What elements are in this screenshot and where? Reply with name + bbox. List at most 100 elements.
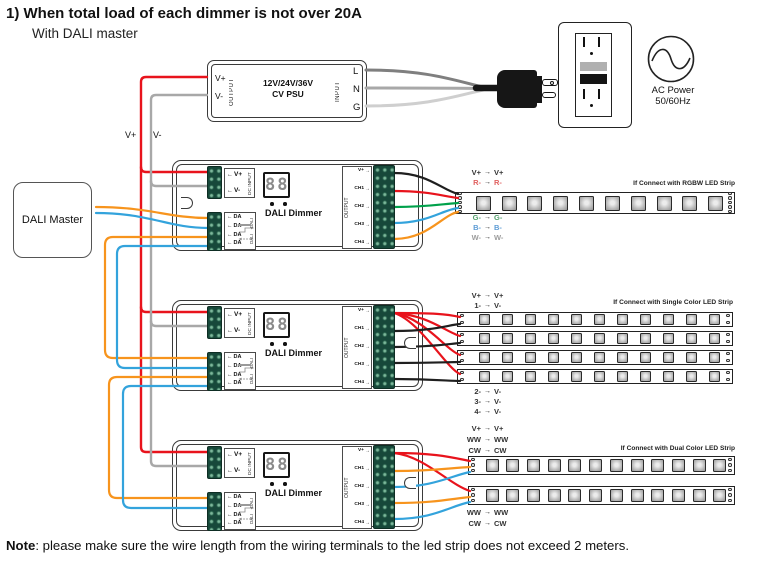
ac-frequency-label: 50/60Hz (655, 96, 691, 107)
led-chip (709, 333, 720, 344)
dc-terminal-label: V+ (234, 171, 243, 178)
led-chip (548, 352, 559, 363)
outlet-slot (598, 37, 600, 47)
wire-map-to: V+ (494, 168, 504, 177)
output-terminal-label: CH4 (354, 240, 364, 246)
output-terminal-row: CH1→ (352, 466, 370, 472)
wire-map-to: R- (494, 178, 502, 187)
dc-input-terminal-block (207, 306, 222, 339)
arrow-right-icon: → (365, 448, 370, 454)
single-color-led-strip (457, 350, 733, 365)
dali-terminal-row: ←DA (227, 241, 253, 247)
press-hint-diagram (238, 364, 254, 381)
wire-map-label: 3-→V- (464, 397, 501, 406)
led-chip (571, 333, 582, 344)
button-dot (283, 342, 287, 346)
wire-map-to: CW (494, 446, 507, 455)
led-chip (525, 314, 536, 325)
outlet-ground-hole (590, 52, 593, 55)
solder-pad (726, 351, 730, 356)
output-terminal-row: V+→ (352, 308, 370, 314)
arrow-right-icon: → (484, 302, 491, 309)
seven-segment-display: 88 (263, 312, 290, 338)
dual-color-led-strip (468, 456, 735, 475)
dali-label-box: ←DA←DA←DA←DADALIDALI (224, 212, 256, 250)
arrow-right-icon: → (484, 520, 491, 527)
note: Note: please make sure the wire length f… (6, 538, 629, 553)
solder-pad (728, 191, 732, 196)
arrow-left-icon: ← (227, 187, 233, 194)
led-chip (686, 371, 697, 382)
led-chip (709, 352, 720, 363)
solder-pad (460, 358, 464, 363)
dali-terminal-row: ←DA (227, 223, 253, 230)
dali-terminal-label: DA (233, 511, 242, 518)
wire-map-from: 2- (474, 387, 481, 396)
wire (364, 88, 485, 108)
wire-map-label: B-→B- (464, 223, 502, 232)
outlet-center-black (580, 74, 607, 84)
led-chip (671, 489, 685, 502)
solder-pad (471, 498, 475, 503)
wire-map-to: B- (494, 223, 502, 232)
wire-map-label: WW→WW (464, 508, 508, 517)
led-chip (571, 371, 582, 382)
dc-terminal-row: ←V- (227, 466, 252, 475)
arrow-right-icon: → (484, 509, 491, 516)
output-terminal-label: CH4 (354, 380, 364, 386)
dali-terminal-label: DA (233, 240, 242, 247)
wire-map-label: V+→V+ (464, 424, 504, 433)
wire-map-label: WW→WW (464, 435, 508, 444)
single-color-led-strip (457, 312, 733, 327)
wire-map-from: 4- (474, 407, 481, 416)
solder-pad (458, 200, 462, 205)
arrow-right-icon: → (365, 484, 370, 490)
arrow-left-icon: ← (227, 380, 233, 387)
dali-terminal-row: ←DA (227, 494, 253, 501)
solder-pad (471, 493, 475, 497)
arrow-right-icon: → (484, 169, 491, 176)
bus-vminus-label: V- (153, 130, 162, 140)
arrow-left-icon: ← (227, 520, 233, 527)
output-rows: V+→CH1→CH2→CH3→CH4→ (352, 448, 370, 526)
dc-terminal-row: ←V+ (227, 311, 252, 319)
arrow-right-icon: → (365, 362, 370, 368)
solder-pad (728, 493, 732, 497)
led-chip (479, 352, 490, 363)
dc-terminal-row: ←V- (227, 187, 252, 195)
led-chip (686, 333, 697, 344)
output-terminal-row: CH1→ (352, 326, 370, 332)
dc-terminal-row: ←V- (227, 327, 252, 335)
wire-map-from: CW (468, 519, 482, 528)
rgbw-strip-caption: If Connect with RGBW LED Strip (633, 180, 735, 187)
output-terminal-label: CH2 (354, 484, 364, 490)
solder-pad (728, 200, 732, 205)
led-chip (571, 352, 582, 363)
output-terminal-label: CH1 (354, 326, 364, 332)
led-chip (709, 371, 720, 382)
wire-map-label: W-→W- (464, 233, 504, 242)
button-dot (283, 482, 287, 486)
output-terminal-row: CH3→ (352, 222, 370, 228)
wire-map-to: V- (494, 387, 502, 396)
dimmer-name-label: DALI Dimmer (265, 208, 323, 218)
dali-terminal-row: ←DA (227, 381, 253, 387)
dali-terminal-label: DA (233, 494, 242, 500)
dali-terminal-row: ←DA (227, 511, 253, 519)
dc-terminal-label: V+ (234, 311, 243, 318)
arrow-left-icon: ← (227, 312, 233, 319)
led-chip (640, 371, 651, 382)
led-chip (525, 333, 536, 344)
outlet-center-gray (580, 62, 607, 71)
press-hint-diagram (238, 504, 254, 521)
output-terminal-row: V+→ (352, 448, 370, 454)
led-chip (527, 459, 541, 472)
led-chip (663, 371, 674, 382)
output-terminal-row: CH3→ (352, 362, 370, 368)
dc-terminal-label: V- (234, 466, 241, 474)
button-dot (270, 202, 274, 206)
arrow-left-icon: ← (227, 502, 233, 509)
wire-map-from: V+ (471, 168, 481, 177)
dali-terminal-label: DA (233, 231, 242, 238)
